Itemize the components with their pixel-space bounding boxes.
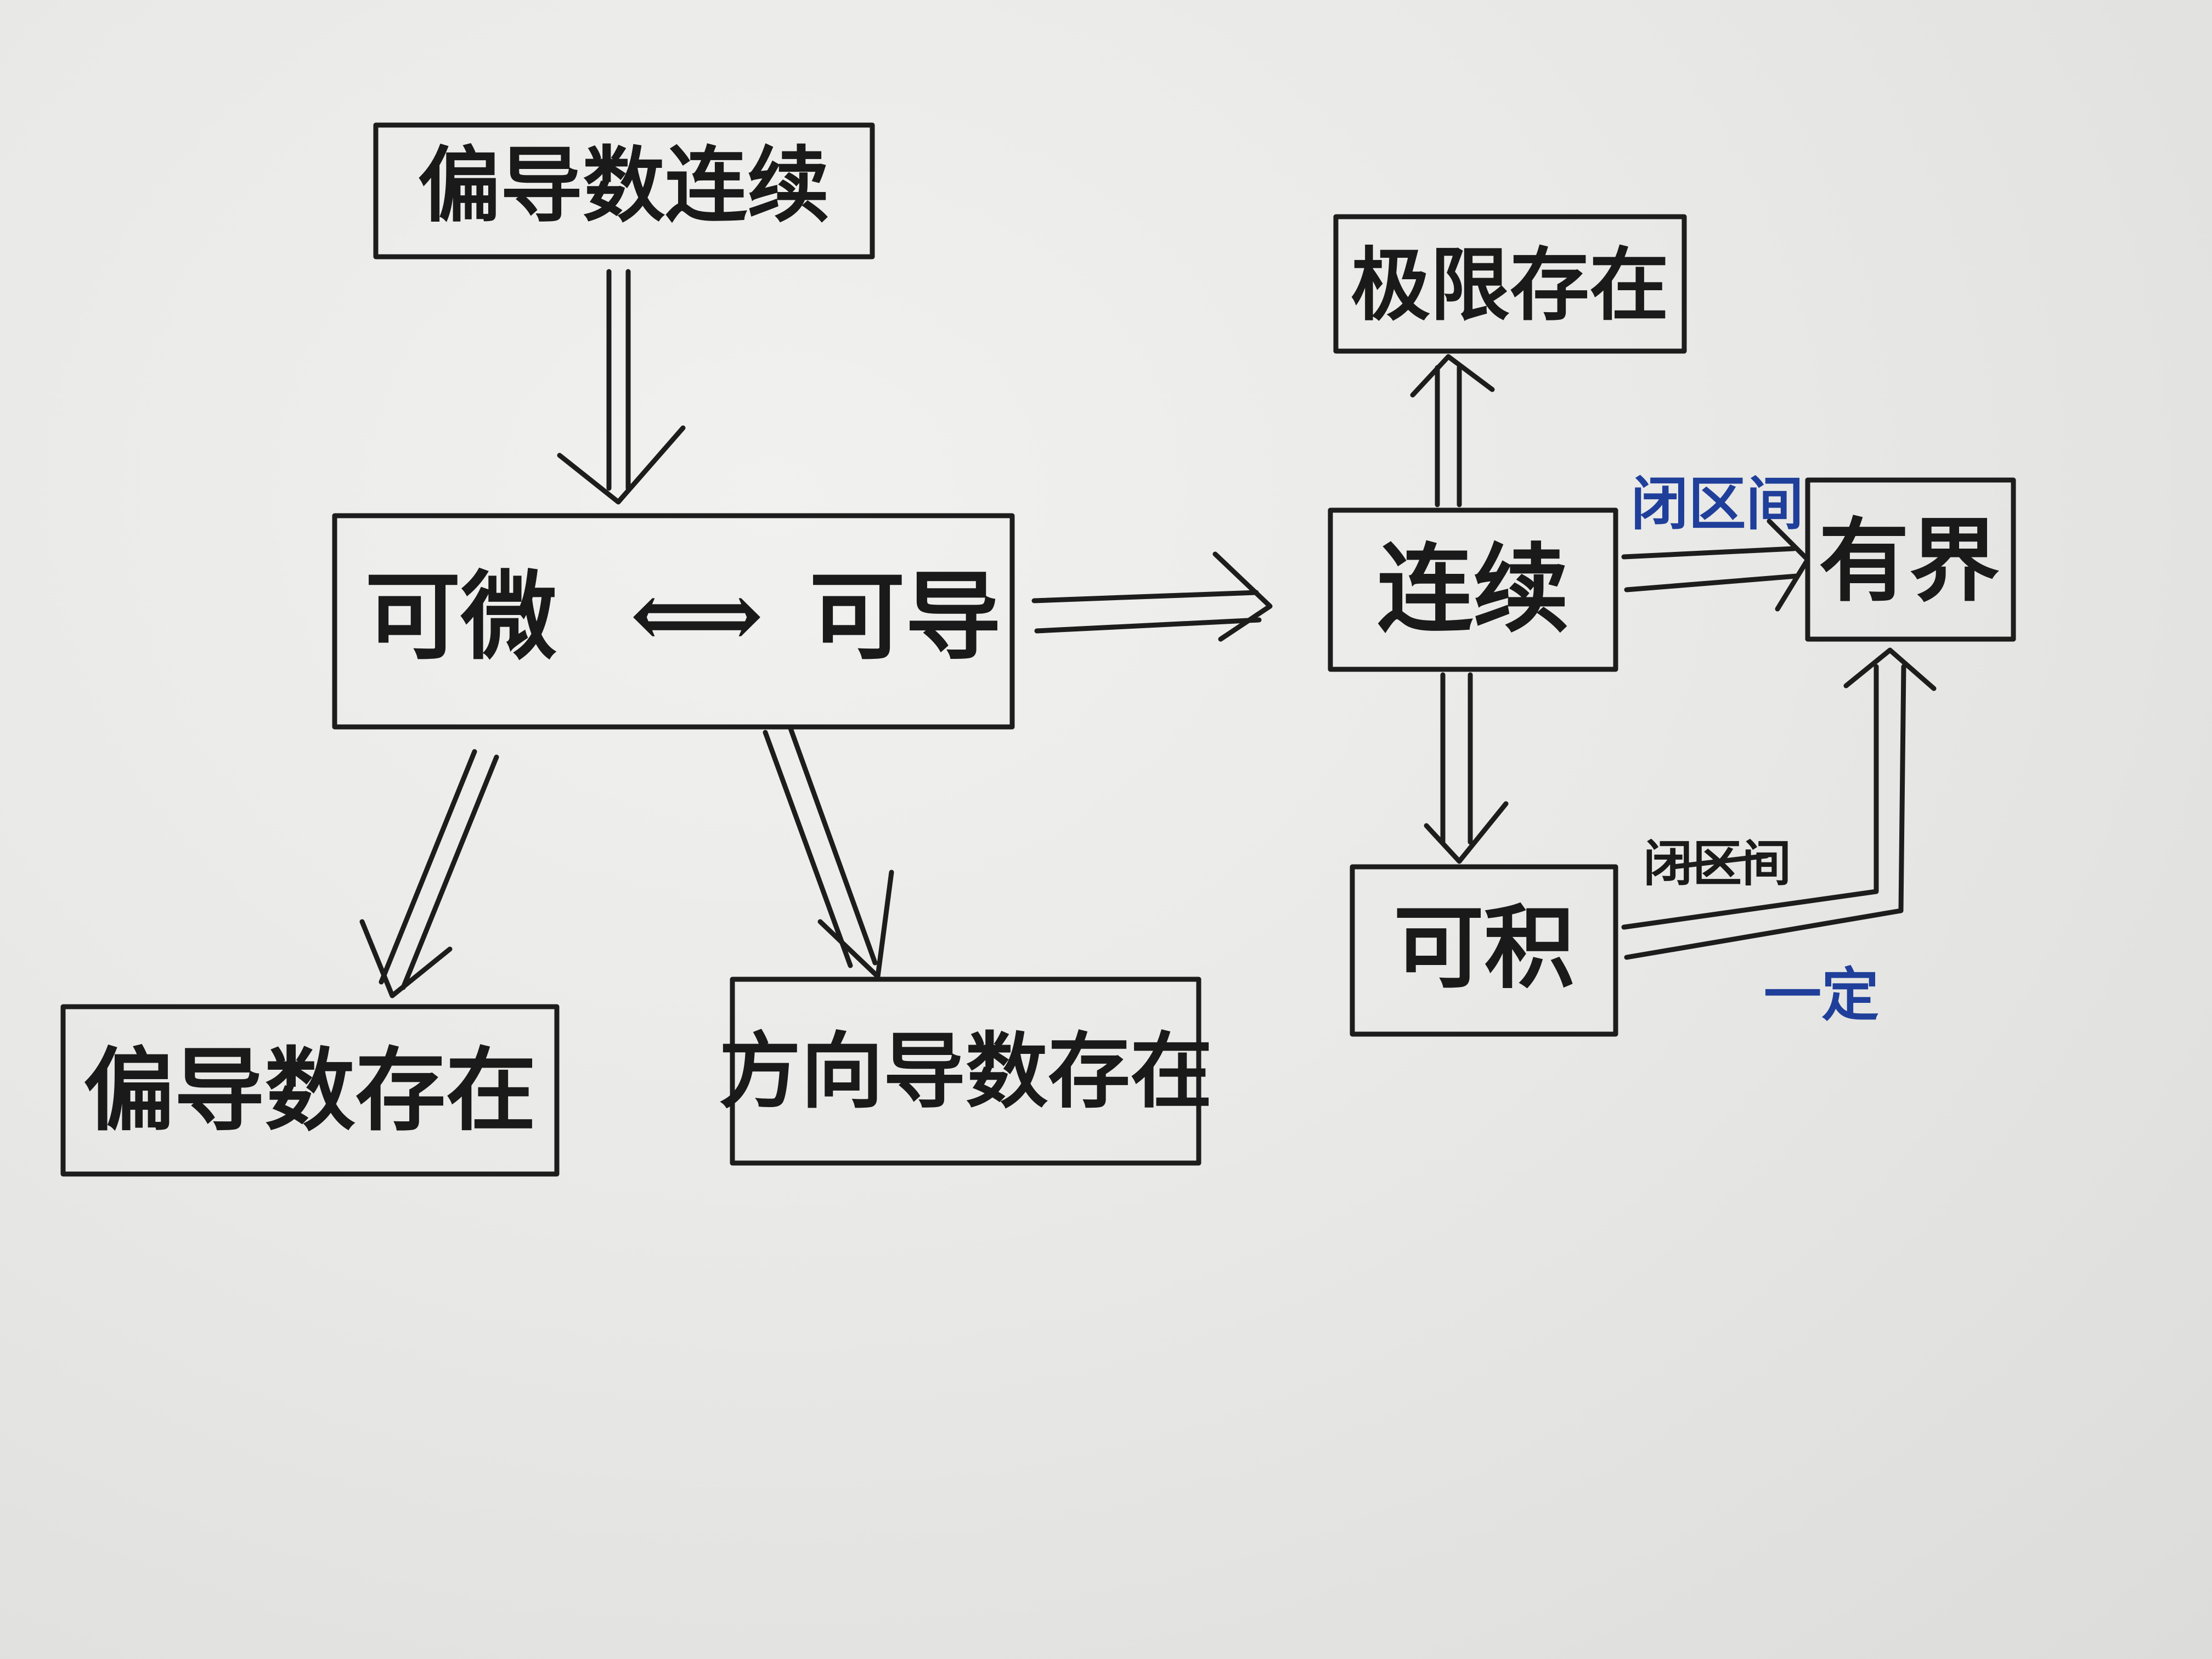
differentiable-label: 可微 [365,561,557,673]
arrow-continuous-to-limit-exists [1410,354,1495,507]
derivable-label: 可导 [809,561,1001,673]
node-label: 连续 [1377,533,1569,646]
node-label: 方向导数存在 [719,1023,1212,1120]
node-label: 偏导数存在 [84,1037,537,1143]
arrow-differentiable-to-partial-exists [359,749,499,998]
node-continuous: 连续 [1328,507,1618,672]
node-directional-derivative-exists: 方向导数存在 [719,977,1212,1166]
node-partial-derivative-exists: 偏导数存在 [60,1004,560,1177]
node-label: 可积 [1393,894,1575,1001]
arrow-continuous-to-integrable [1424,672,1509,864]
arrow-differentiable-to-directional-exists [763,724,894,979]
node-label: 有界 [1819,507,2000,614]
equivalence-arrow: ⟺ [630,560,764,670]
arrow-continuous-to-bounded [1621,518,1810,612]
strikethrough-mark [1671,853,1769,870]
arrow-differentiable-to-continuous [1031,551,1273,642]
note-closed-interval: 闭区间 [1630,470,1803,538]
node-limit-exists: 极限存在 [1333,214,1687,354]
node-label: 极限存在 [1351,239,1669,332]
node-bounded: 有界 [1805,477,2016,642]
node-integrable: 可积 [1350,864,1618,1037]
node-differentiable-equivalence: 可微 ⟺ 可导 [332,513,1015,730]
node-label: 偏导数连续 [418,137,830,234]
arrow-integrable-to-bounded [1621,647,1937,960]
arrow-partial-continuous-to-differentiable [557,269,686,505]
note-certainly: 一定 [1764,961,1879,1029]
node-partial-derivative-continuous: 偏导数连续 [373,122,875,259]
